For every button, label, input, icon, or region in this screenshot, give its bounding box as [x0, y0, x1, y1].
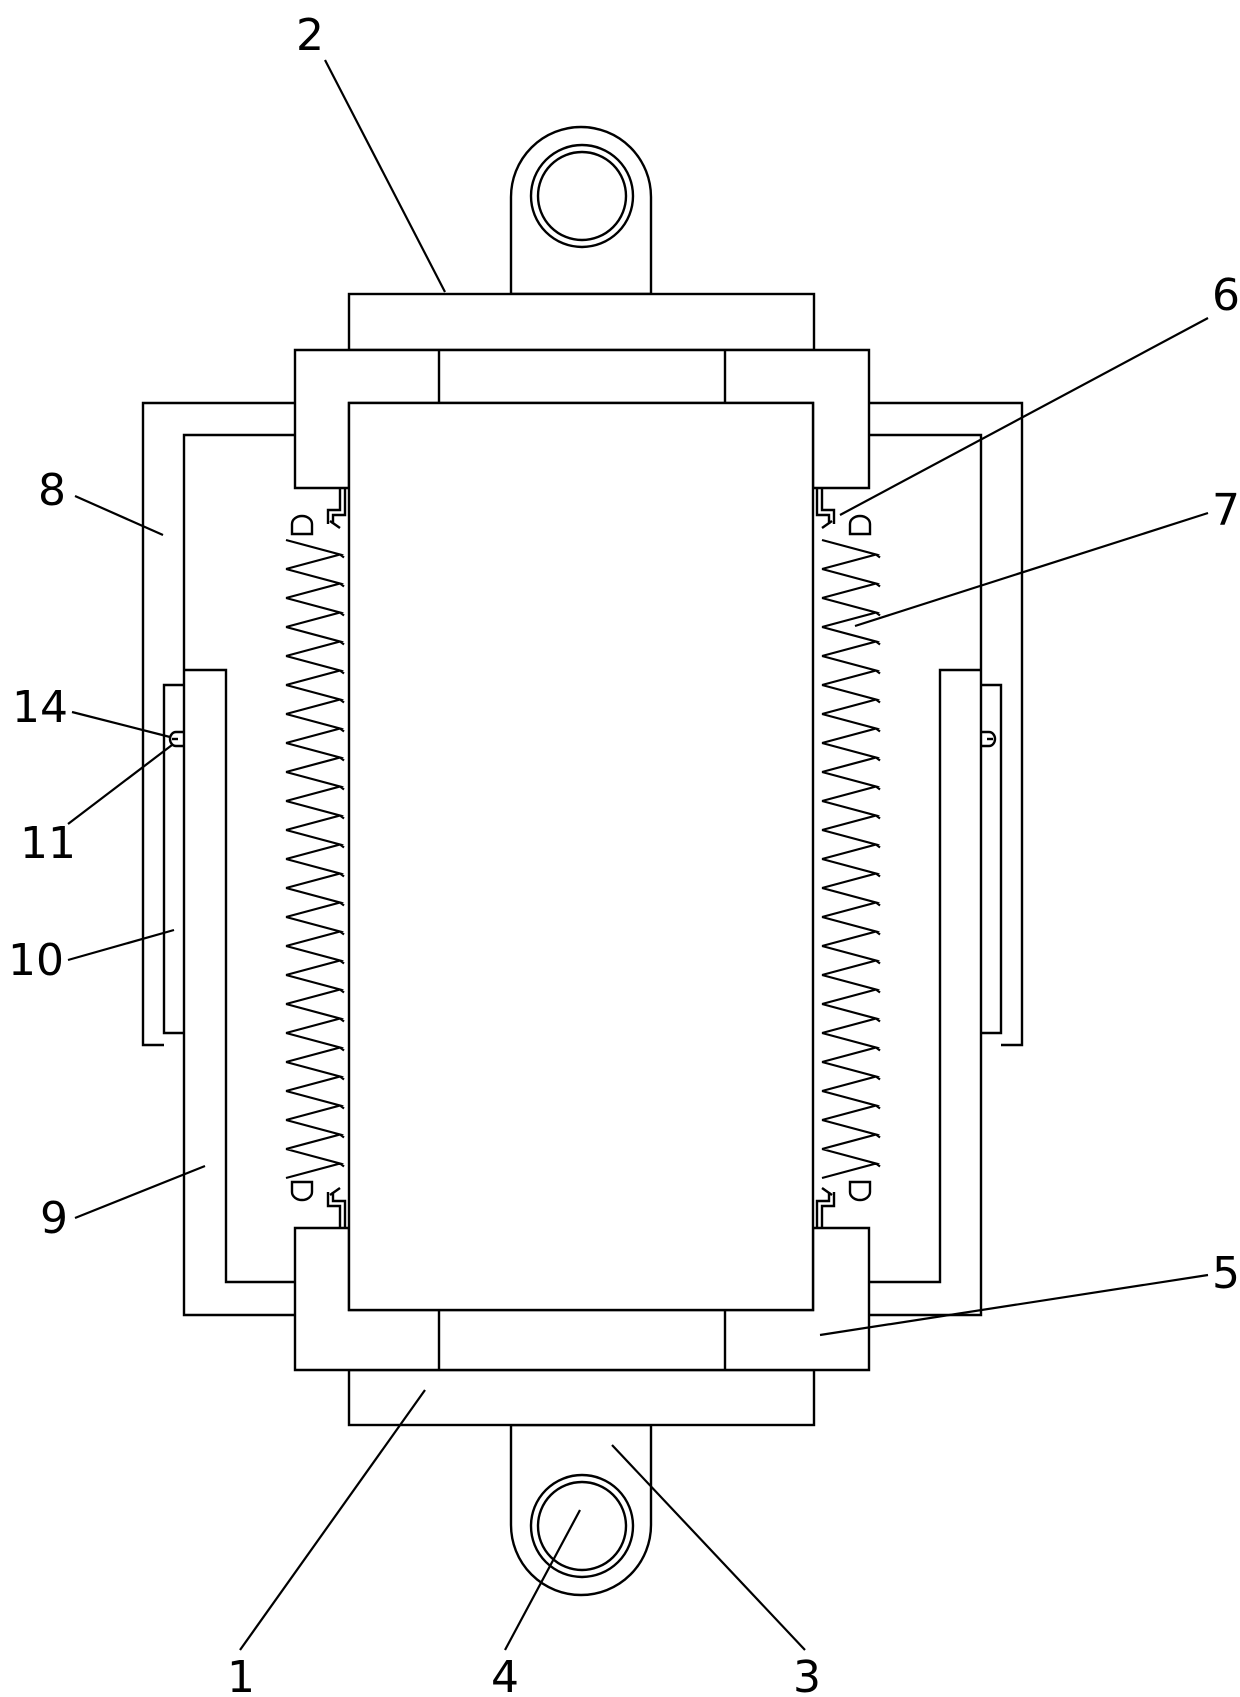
callout-14: 14 [12, 682, 68, 733]
leader-1 [240, 1390, 425, 1650]
callout-5: 5 [1212, 1248, 1240, 1299]
leader-6 [840, 318, 1208, 515]
leader-8 [75, 496, 163, 535]
leader-5 [820, 1275, 1208, 1335]
upper-seat [349, 294, 814, 350]
lower-lug [511, 1425, 651, 1595]
leader-7 [855, 513, 1208, 626]
callout-3: 3 [793, 1652, 821, 1697]
callout-11: 11 [20, 818, 76, 869]
cylinder-body [349, 403, 813, 1310]
callout-2: 2 [296, 10, 324, 61]
leader-11 [68, 745, 172, 824]
callout-1: 1 [227, 1652, 255, 1697]
callout-6: 6 [1212, 270, 1240, 321]
callout-8: 8 [38, 465, 66, 516]
callout-10: 10 [8, 935, 64, 986]
upper-lug [511, 127, 651, 294]
callout-9: 9 [40, 1193, 68, 1244]
leader-10 [68, 930, 174, 960]
leader-2 [325, 60, 445, 292]
leader-14 [72, 712, 170, 737]
callout-7: 7 [1212, 485, 1240, 536]
callout-4: 4 [491, 1652, 519, 1697]
leader-9 [75, 1166, 205, 1218]
